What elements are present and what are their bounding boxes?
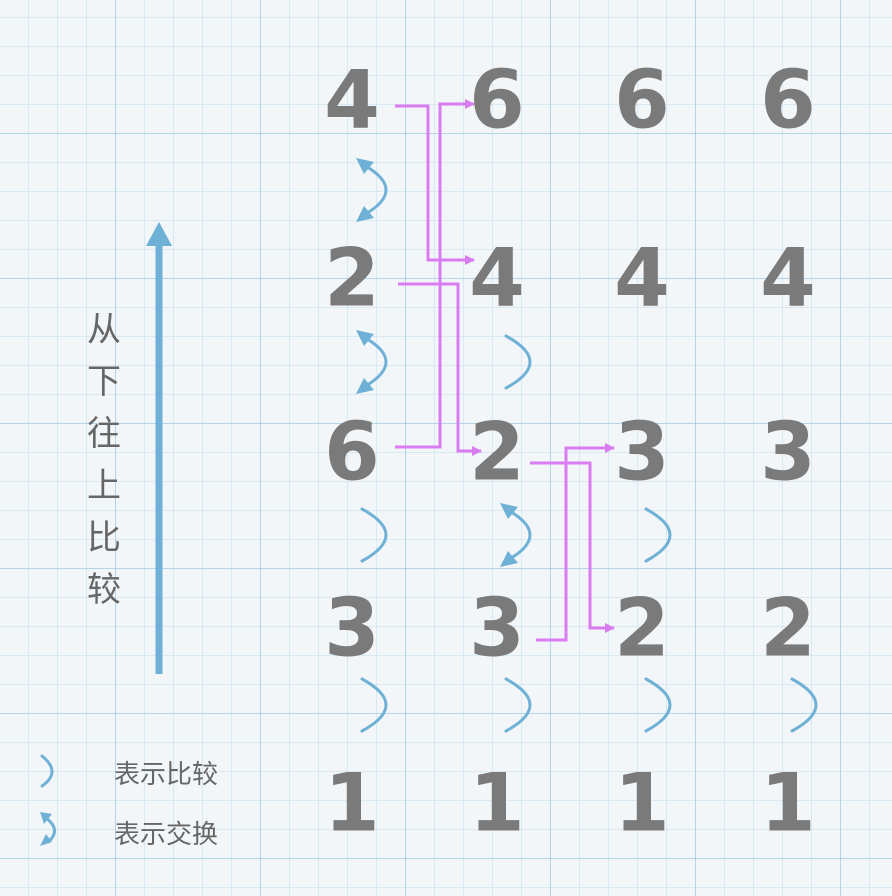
digit-cell: 2 (324, 232, 380, 325)
digit-cell: 6 (324, 406, 380, 499)
comparison-marks (356, 158, 818, 733)
digit-cell: 6 (614, 54, 670, 147)
compare-mark (504, 334, 532, 390)
digit-cell: 4 (324, 54, 380, 147)
compare-mark (360, 677, 388, 733)
digit-cell: 1 (760, 757, 816, 850)
move-2-down-again (530, 461, 615, 633)
legend-swap-icon (40, 812, 56, 846)
digit-cell: 3 (469, 582, 525, 675)
digit-cell: 4 (614, 232, 670, 325)
swap-mark (356, 330, 388, 394)
digit-cell: 3 (614, 406, 670, 499)
legend-compare-label: 表示比较 (114, 760, 219, 790)
compare-mark (644, 677, 672, 733)
move-3-up (536, 443, 615, 642)
digit-cell: 4 (760, 232, 816, 325)
move-2-down (398, 282, 482, 456)
swap-mark (500, 503, 532, 567)
move-4-to-top (395, 104, 475, 265)
legend-swap-label: 表示交换 (114, 820, 219, 850)
digit-cell: 1 (469, 757, 525, 850)
digit-cell: 3 (760, 406, 816, 499)
digit-cell: 2 (469, 406, 525, 499)
direction-label: 从 下 往 上 比 较 (87, 310, 121, 610)
swap-mark (356, 158, 388, 222)
compare-mark (790, 677, 818, 733)
digit-cell: 3 (324, 582, 380, 675)
compare-mark (644, 507, 672, 563)
digit-cell: 4 (469, 232, 525, 325)
digit-cell: 1 (324, 757, 380, 850)
digit-cell: 1 (614, 757, 670, 850)
move-6-to-top (395, 99, 475, 449)
upward-direction-arrow (146, 222, 172, 674)
digit-cell: 2 (760, 582, 816, 675)
digit-cell: 2 (614, 582, 670, 675)
compare-mark (360, 507, 388, 563)
movement-arrows (395, 99, 615, 642)
compare-mark (504, 677, 532, 733)
digit-cell: 6 (469, 54, 525, 147)
legend-compare-icon (40, 754, 54, 788)
digit-cell: 6 (760, 54, 816, 147)
